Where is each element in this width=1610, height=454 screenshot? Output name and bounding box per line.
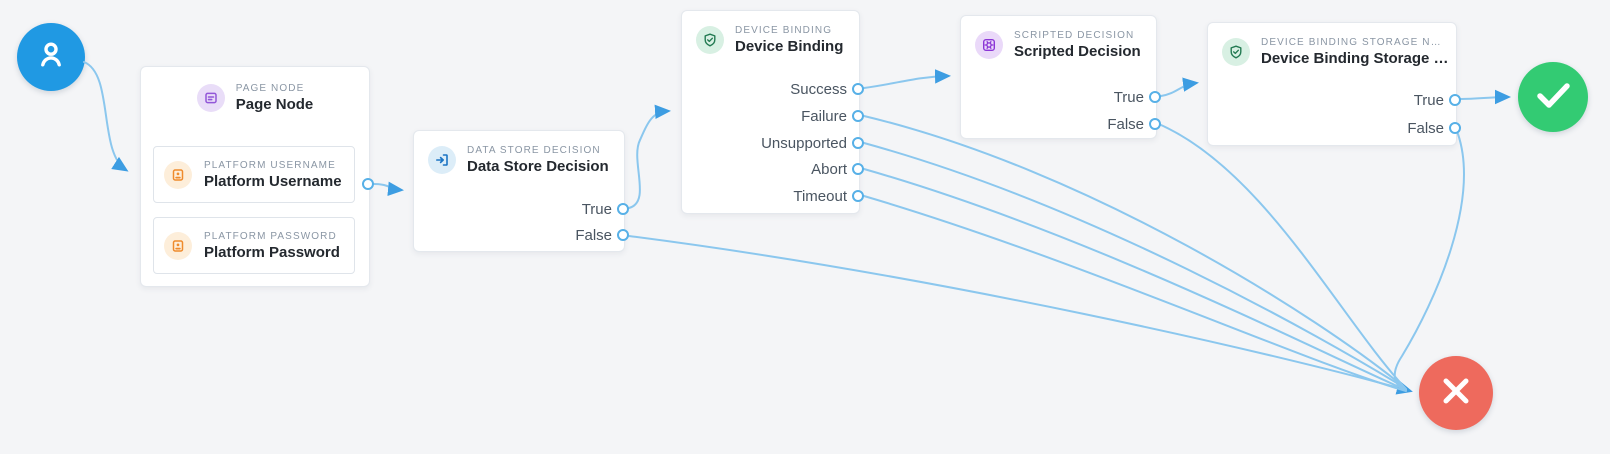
node-type-label: DATA STORE DECISION [467, 145, 601, 156]
outcome-false: False [1407, 120, 1444, 137]
node-device-binding-storage[interactable]: DEVICE BINDING STORAGE N… Device Binding… [1207, 22, 1457, 146]
edge-binding-success-to-scripted [863, 69, 951, 89]
edge-scripted-false-to-failure [1160, 124, 1407, 390]
login-icon [428, 146, 456, 174]
outcome-unsupported: Unsupported [761, 135, 847, 152]
node-scripted-decision[interactable]: SCRIPTED DECISION Scripted Decision True… [960, 15, 1157, 139]
success-node[interactable] [1518, 62, 1588, 132]
node-type-label: DEVICE BINDING STORAGE N… [1261, 37, 1442, 48]
edge-binding-timeout-to-failure [863, 195, 1407, 392]
outcome-true: True [1113, 89, 1144, 106]
edge-datastore-true-to-device-binding [628, 104, 671, 209]
outcome-failure: Failure [801, 108, 847, 125]
node-data-store-decision[interactable]: DATA STORE DECISION Data Store Decision … [413, 130, 625, 252]
start-node[interactable] [17, 23, 85, 91]
node-type-label: SCRIPTED DECISION [1014, 30, 1135, 41]
node-page-node[interactable]: PAGE NODE Page Node PLATFORM USERNAME Pl… [140, 66, 370, 287]
edge-start-to-page-node [83, 61, 129, 172]
outcome-abort: Abort [811, 161, 847, 178]
node-title: Platform Username [204, 172, 342, 190]
page-icon [196, 84, 225, 112]
node-device-binding[interactable]: DEVICE BINDING Device Binding Success Fa… [681, 10, 860, 214]
failure-node[interactable] [1419, 356, 1493, 430]
node-platform-password[interactable]: PLATFORM PASSWORD Platform Password [153, 217, 355, 274]
shield-check-icon [696, 26, 724, 54]
edge-binding-unsupported-to-failure [863, 142, 1406, 389]
x-icon [1419, 354, 1493, 433]
node-type-label: PLATFORM PASSWORD [204, 230, 337, 242]
node-title: Device Binding Storage … [1261, 50, 1449, 67]
id-badge-icon [164, 160, 192, 189]
node-type-label: DEVICE BINDING [735, 25, 833, 36]
edge-storage-true-to-success [1460, 89, 1511, 105]
edge-datastore-false-to-failure [628, 235, 1413, 395]
outcome-false: False [1107, 116, 1144, 133]
outcome-timeout: Timeout [793, 188, 847, 205]
node-title: Platform Password [204, 243, 340, 261]
edge-binding-failure-to-failure [863, 115, 1405, 388]
node-title: Page Node [235, 96, 314, 113]
edge-scripted-true-to-storage [1160, 77, 1199, 97]
id-badge-icon [164, 231, 192, 260]
node-title: Scripted Decision [1014, 43, 1141, 60]
outcome-true: True [581, 201, 612, 218]
node-type-label: PAGE NODE [235, 83, 305, 94]
check-icon [1518, 60, 1588, 135]
node-platform-username[interactable]: PLATFORM USERNAME Platform Username [153, 146, 355, 203]
script-gear-icon [975, 31, 1003, 59]
outcome-true: True [1413, 92, 1444, 109]
node-title: Device Binding [735, 38, 844, 55]
edge-storage-false-to-failure [1393, 133, 1465, 391]
outcome-false: False [575, 227, 612, 244]
node-title: Data Store Decision [467, 158, 609, 175]
edge-username-to-data-store [373, 181, 404, 196]
edge-binding-abort-to-failure [863, 168, 1407, 391]
user-icon [35, 39, 67, 76]
shield-check-icon [1222, 38, 1250, 66]
node-type-label: PLATFORM USERNAME [204, 159, 336, 171]
outcome-success: Success [790, 81, 847, 98]
